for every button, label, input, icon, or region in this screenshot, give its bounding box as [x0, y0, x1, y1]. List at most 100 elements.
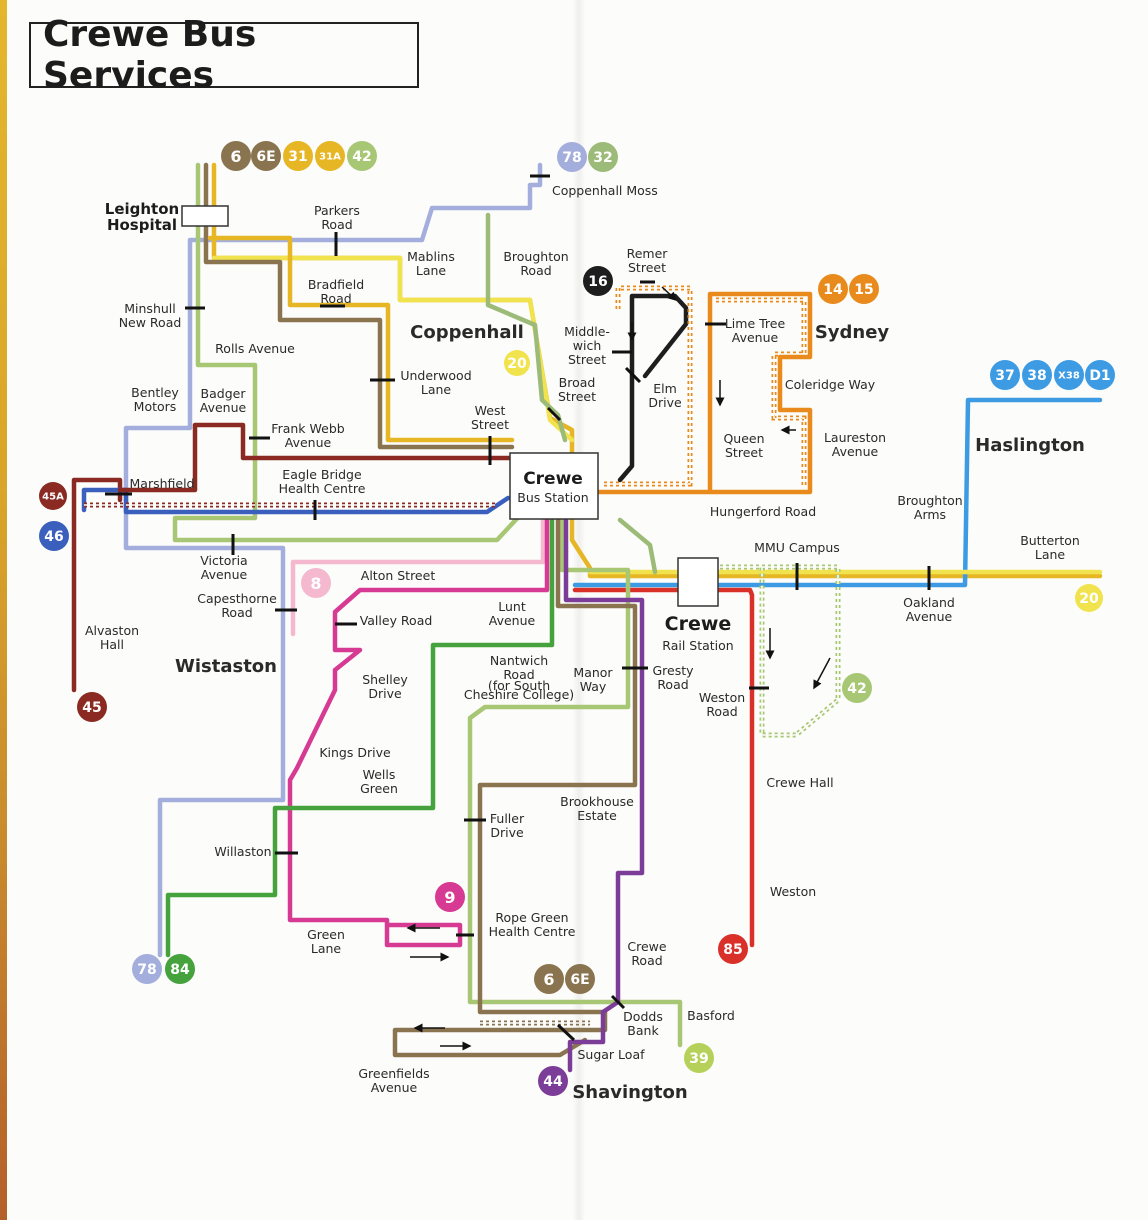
route-badge[interactable]: 6 — [221, 141, 251, 171]
route-badge[interactable]: 31A — [315, 141, 345, 171]
route-badge[interactable]: 15 — [849, 274, 879, 304]
route-badge[interactable]: 84 — [165, 954, 195, 984]
hub-title: Leighton — [105, 200, 179, 218]
route-badge[interactable]: 38 — [1022, 360, 1052, 390]
route-badge[interactable]: 78 — [132, 954, 162, 984]
route-badge[interactable]: 37 — [990, 360, 1020, 390]
stop-label[interactable]: Alton Street — [361, 568, 436, 583]
route-badge[interactable]: 45 — [77, 692, 107, 722]
stop-label[interactable]: Coleridge Way — [785, 377, 876, 392]
hub-crewe-rail-station[interactable]: Crewe Rail Station — [662, 557, 734, 653]
hub-subtitle: Bus Station — [517, 490, 588, 505]
route-badge[interactable]: 6E — [251, 141, 281, 171]
stop-label[interactable]: Coppenhall Moss — [552, 183, 658, 198]
route-badge[interactable]: 31 — [283, 141, 313, 171]
route-badge[interactable]: X38 — [1054, 360, 1084, 390]
hub-leighton-hospital[interactable]: Leighton Hospital — [105, 200, 229, 234]
route-badge-circle — [1054, 360, 1084, 390]
stop-label[interactable]: MMU Campus — [754, 540, 840, 555]
hub-crewe-bus-station[interactable]: Crewe Bus Station — [509, 452, 599, 520]
route-badge[interactable]: 44 — [538, 1066, 568, 1096]
route-badge[interactable]: 14 — [818, 274, 848, 304]
stop-label[interactable]: Valley Road — [360, 613, 433, 628]
stop-label[interactable]: Weston — [770, 884, 816, 899]
area-label-sydney: Sydney — [815, 322, 890, 343]
route-badge[interactable]: 42 — [347, 141, 377, 171]
stop-label[interactable]: Kings Drive — [319, 745, 391, 760]
route-badge[interactable]: 20 — [504, 350, 530, 376]
stop-label[interactable]: Rolls Avenue — [215, 341, 295, 356]
route-badge[interactable]: 16 — [583, 266, 613, 296]
stop-label[interactable]: Basford — [687, 1008, 735, 1023]
dotted-route-14 — [604, 285, 693, 487]
stop-label-line: Sugar Loaf — [577, 1047, 645, 1062]
route-badge[interactable]: 46 — [39, 521, 69, 551]
stop-label-line: Lane — [311, 941, 342, 956]
route-line-8 — [290, 517, 546, 637]
route-badge[interactable]: 42 — [842, 673, 872, 703]
stop-label[interactable]: Willaston — [214, 844, 271, 859]
route-badge-label: 46 — [44, 529, 63, 545]
route-badge[interactable]: 20 — [1075, 584, 1103, 612]
stop-label[interactable]: Sugar Loaf — [577, 1047, 645, 1062]
route-badge[interactable]: 78 — [557, 142, 587, 172]
stop-label[interactable]: Crewe Hall — [766, 775, 833, 790]
stop-label-line: Minshull — [124, 301, 175, 316]
route-line-42 — [467, 517, 683, 1048]
route-badge[interactable]: 45A — [39, 482, 67, 510]
route-badge[interactable]: 85 — [718, 934, 748, 964]
route-badge[interactable]: 9 — [435, 882, 465, 912]
route-badge-circle — [718, 934, 748, 964]
route-badge[interactable]: 32 — [588, 142, 618, 172]
stop-label[interactable]: Marshfield — [130, 476, 195, 491]
stop-label[interactable]: Hungerford Road — [710, 504, 816, 519]
stop-label-line: Basford — [687, 1008, 735, 1023]
route-badge[interactable]: 6E — [565, 964, 595, 994]
route-badge-circle — [251, 141, 281, 171]
route-badge[interactable]: 39 — [684, 1043, 714, 1073]
route-badge[interactable]: D1 — [1085, 360, 1115, 390]
route-badge[interactable]: 8 — [301, 568, 331, 598]
stop-label-line: Street — [568, 352, 606, 367]
route-badge[interactable]: 6 — [534, 964, 564, 994]
